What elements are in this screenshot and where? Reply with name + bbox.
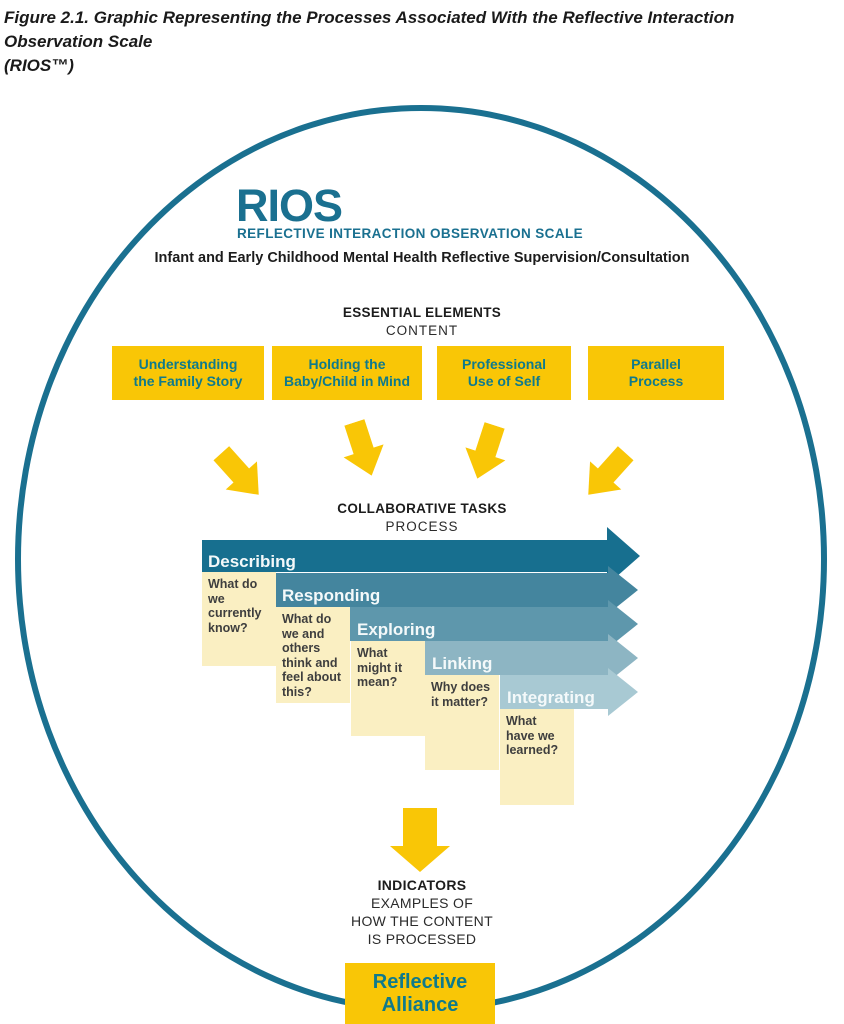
indicators-title: INDICATORS [377,877,467,893]
content-box-professional-use-of-self: Professional Use of Self [437,346,571,400]
process-label-exploring: Exploring [357,620,435,639]
content-box-parallel-process: Parallel Process [588,346,724,400]
content-box-line: Professional [461,356,547,372]
reflective-alliance-line: Alliance [381,993,459,1016]
collaborative-tasks-title: COLLABORATIVE TASKS [337,501,507,516]
note-linking-question: Why does it matter? [425,675,499,770]
collaborative-tasks-subtitle: PROCESS [385,519,459,534]
note-describing-question: What do we currently know? [202,572,276,666]
content-box-line: Process [628,373,684,389]
collaborative-tasks-heading: COLLABORATIVE TASKS PROCESS [10,500,834,536]
reflective-alliance-line: Reflective [372,970,468,993]
down-arrow-icon [390,808,450,872]
rios-scale-name: REFLECTIVE INTERACTION OBSERVATION SCALE [237,226,584,241]
down-left-arrow-icon [572,438,642,509]
process-label-linking: Linking [432,654,492,673]
process-arrow-integrating [500,668,638,716]
rios-title: RIOS [236,180,343,231]
process-arrow-linking [425,634,638,682]
indicators-line: IS PROCESSED [367,931,477,947]
down-left-arrow-icon [456,419,515,486]
content-box-line: Baby/Child in Mind [284,373,410,389]
process-arrow-cascade: Describing Responding Exploring Linking … [195,520,655,735]
indicators-line: EXAMPLES OF [370,895,474,911]
content-box-line: Understanding [138,356,238,372]
note-exploring-question: What might it mean? [351,641,425,736]
content-box-holding-baby-in-mind: Holding the Baby/Child in Mind [272,346,422,400]
figure-caption-line2: (RIOS™) [4,56,74,75]
reflective-alliance-box: Reflective Alliance [345,963,495,1024]
essential-elements-subtitle: CONTENT [385,323,459,338]
rios-context-line: Infant and Early Childhood Mental Health… [154,250,690,266]
content-box-line: Use of Self [467,373,541,389]
down-right-arrow-icon [333,416,392,483]
content-box-line: Holding the [308,356,386,372]
content-box-line: the Family Story [133,373,243,389]
process-arrow-exploring [350,600,638,648]
note-responding-question: What do we and others think and feel abo… [276,607,350,703]
process-arrow-responding [276,566,638,614]
process-label-responding: Responding [282,586,380,605]
process-label-describing: Describing [208,552,296,571]
indicators-line: HOW THE CONTENT [351,913,493,929]
essential-elements-title: ESSENTIAL ELEMENTS [342,305,502,320]
process-arrow-describing [202,527,640,585]
figure-caption: Figure 2.1. Graphic Representing the Pro… [4,6,834,78]
essential-elements-heading: ESSENTIAL ELEMENTS CONTENT [10,304,834,340]
down-right-arrow-icon [205,438,275,509]
figure-caption-line1: Figure 2.1. Graphic Representing the Pro… [4,8,735,51]
content-box-line: Parallel [631,356,681,372]
note-integrating-question: What have we learned? [500,709,574,805]
process-label-integrating: Integrating [507,688,595,707]
content-box-understanding-family-story: Understanding the Family Story [112,346,264,400]
indicators-heading: INDICATORS EXAMPLES OF HOW THE CONTENT I… [10,876,834,948]
